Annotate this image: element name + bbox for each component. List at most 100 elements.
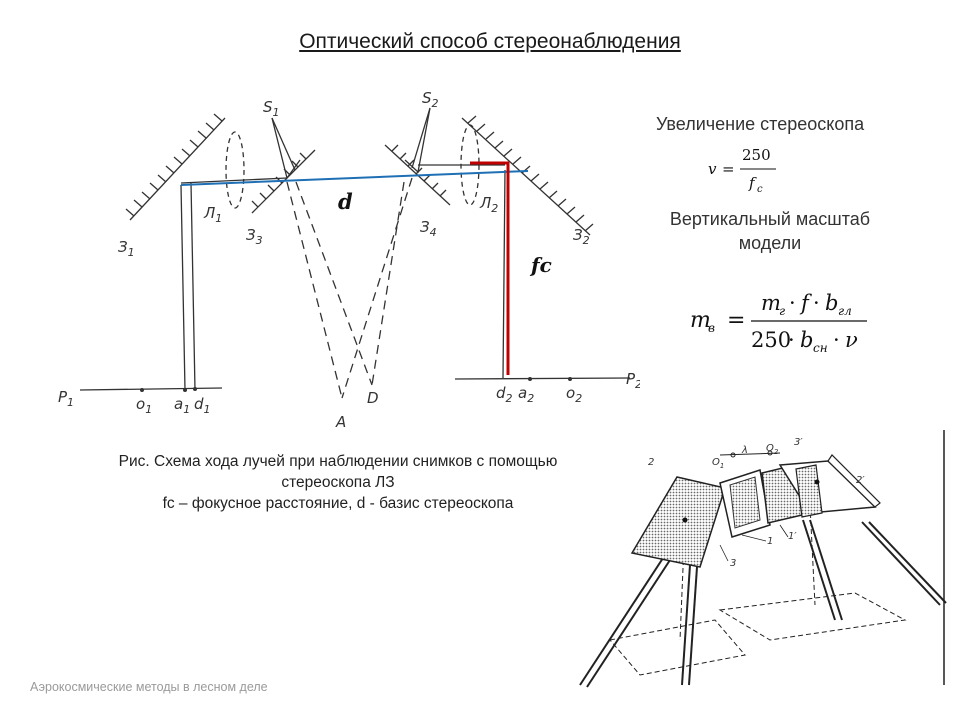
point-o1 (140, 388, 144, 392)
stereoscope-sketch: 2 O1 λ O2 3′ 2′ 1 1′ 3 (579, 430, 947, 688)
formula-eq: = (722, 160, 735, 178)
ray-left-vertical2 (190, 182, 196, 391)
lens-l1 (225, 131, 245, 209)
label-z3: З3 (246, 226, 263, 247)
right-arm-top (827, 454, 881, 508)
label-a2: a2 (518, 384, 534, 405)
stereoscope-ray-diagram: S1 S2 Л1 Л2 З1 З2 З3 З4 d fc P1 P2 o1 a1… (58, 89, 640, 431)
stereoscope-legs (579, 519, 947, 688)
magnification-heading: Увеличение стереоскопа (656, 114, 865, 134)
leader-1 (741, 534, 767, 542)
sketch-label-lambda: λ (741, 445, 748, 456)
formula-v: v (708, 160, 717, 178)
label-p2: P2 (626, 370, 640, 391)
label-s1: S1 (263, 98, 280, 119)
ray-left-vertical1 (180, 184, 186, 391)
label-p1: P1 (58, 388, 74, 409)
footer-text: Аэрокосмические методы в лесном деле (30, 680, 268, 694)
mirror-z1 (129, 117, 226, 221)
eyepiece-bar (719, 452, 781, 456)
eye-s1-ray2 (271, 117, 296, 171)
caption-line2: стереоскопа ЛЗ (281, 474, 395, 491)
den-b-sub: сн (813, 341, 828, 355)
vertical-scale-heading: Вертикальный масштаб модели (640, 207, 900, 255)
sketch-label-3prime: 3′ (794, 437, 803, 448)
label-a1: a1 (174, 395, 190, 416)
mirror-z2 (461, 117, 591, 236)
lens-housing-left-face (729, 476, 761, 529)
label-z2: З2 (573, 226, 590, 247)
mirror-z4-hatching (391, 144, 447, 197)
label-o2: o2 (566, 384, 582, 405)
label-d1: d1 (194, 395, 211, 416)
eye-s2-ray (404, 107, 431, 174)
num-b: b (825, 291, 838, 315)
vertical-scale-heading-line1: Вертикальный масштаб (669, 209, 871, 229)
formula-m: m (690, 308, 711, 333)
left-photo-center (682, 517, 688, 523)
sketch-label-o1: O1 (712, 457, 724, 470)
num-dot2: · (813, 291, 820, 315)
eye-s2-ray2 (411, 107, 431, 169)
point-d1 (193, 387, 197, 391)
label-d-basis: d (338, 189, 353, 214)
formula-m-sub: в (708, 321, 715, 335)
den-dot2: · (833, 328, 840, 352)
figure-caption: Рис. Схема хода лучей при наблюдении сни… (58, 451, 618, 514)
formula-equals: = (727, 308, 745, 333)
label-o1: o1 (136, 395, 152, 416)
point-o2 (568, 377, 572, 381)
photo-plane-p1 (79, 387, 223, 391)
num-m-sub: г (779, 304, 785, 318)
caption-line3: fc – фокусное расстояние, d - базис стер… (162, 495, 514, 512)
dashed-rays (286, 177, 413, 399)
sketch-label-1: 1 (767, 536, 773, 547)
mirror-z1-hatching (125, 113, 223, 217)
label-l2: Л2 (479, 194, 498, 215)
sketch-label-2: 2 (648, 457, 654, 468)
sketch-label-1prime: 1′ (788, 531, 797, 542)
label-z1: З1 (118, 238, 135, 259)
basis-line-d (180, 170, 529, 186)
caption-line1: Рис. Схема хода лучей при наблюдении сни… (118, 453, 558, 470)
magnification-formula: v = 250 f c (708, 146, 776, 195)
point-a2 (528, 377, 532, 381)
num-dot1: · (789, 291, 796, 315)
ray-left-horizontal (180, 177, 288, 184)
den-v: ν (845, 328, 858, 352)
num-f: f (799, 291, 812, 315)
photo-plane-p2 (454, 377, 631, 380)
label-l1: Л1 (203, 204, 222, 225)
vertical-scale-formula: m в = m г · f · b гл 250 · b сн · ν (690, 291, 867, 355)
focal-length-line (470, 161, 510, 375)
label-s2: S2 (422, 89, 439, 110)
den-250: 250 (751, 328, 791, 352)
formula-250: 250 (742, 146, 771, 164)
ray-right-vertical (502, 169, 506, 379)
num-b-sub: гл (838, 304, 852, 318)
label-point-A: A (335, 413, 346, 431)
num-m: m (761, 291, 781, 315)
den-b: b (800, 328, 813, 352)
label-z4: З4 (420, 218, 437, 239)
mirror-right (795, 464, 823, 518)
formula-f-sub: c (757, 184, 763, 195)
sketch-label-o2: O2 (766, 443, 779, 456)
label-fc: fc (529, 253, 552, 277)
sketch-label-3: 3 (730, 558, 736, 569)
vertical-scale-heading-line2: модели (738, 233, 802, 253)
left-photo (630, 476, 726, 568)
page-title: Оптический способ стереонаблюдения (299, 30, 681, 53)
label-d2: d2 (496, 384, 513, 405)
leader-3 (719, 544, 729, 562)
eyepiece-o1 (730, 452, 736, 458)
formula-f: f (748, 174, 757, 192)
label-point-D: D (367, 389, 379, 407)
right-mirror-center (814, 479, 820, 485)
leader-1prime (779, 524, 789, 538)
sketch-label-2prime: 2′ (856, 475, 865, 486)
point-a1 (183, 388, 187, 392)
den-dot1: · (788, 328, 795, 352)
mirror-z2-hatching (467, 115, 594, 232)
